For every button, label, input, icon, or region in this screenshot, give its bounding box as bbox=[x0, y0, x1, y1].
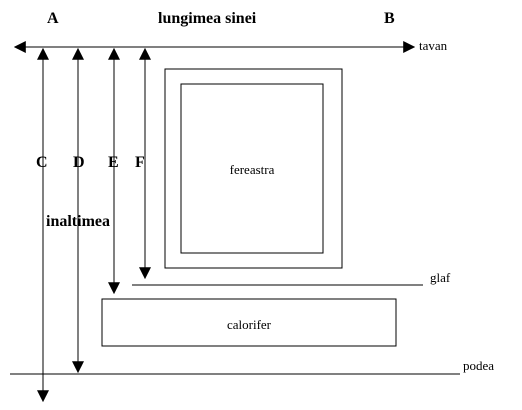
label-ceiling: tavan bbox=[419, 38, 448, 53]
window-outer-frame bbox=[164, 68, 343, 269]
label-e: E bbox=[108, 154, 119, 171]
label-a: A bbox=[47, 10, 59, 27]
label-b: B bbox=[384, 10, 395, 27]
radiator-box bbox=[101, 298, 397, 347]
label-d: D bbox=[73, 154, 85, 171]
label-floor: podea bbox=[463, 358, 494, 373]
window-inner-frame bbox=[180, 83, 324, 254]
label-radiator: calorifer bbox=[227, 317, 272, 332]
label-window: fereastra bbox=[230, 162, 275, 177]
label-sill: glaf bbox=[430, 270, 451, 285]
label-f: F bbox=[135, 154, 145, 171]
label-c: C bbox=[36, 154, 48, 171]
label-rail-length: lungimea sinei bbox=[158, 10, 257, 27]
label-height: inaltimea bbox=[46, 213, 110, 230]
